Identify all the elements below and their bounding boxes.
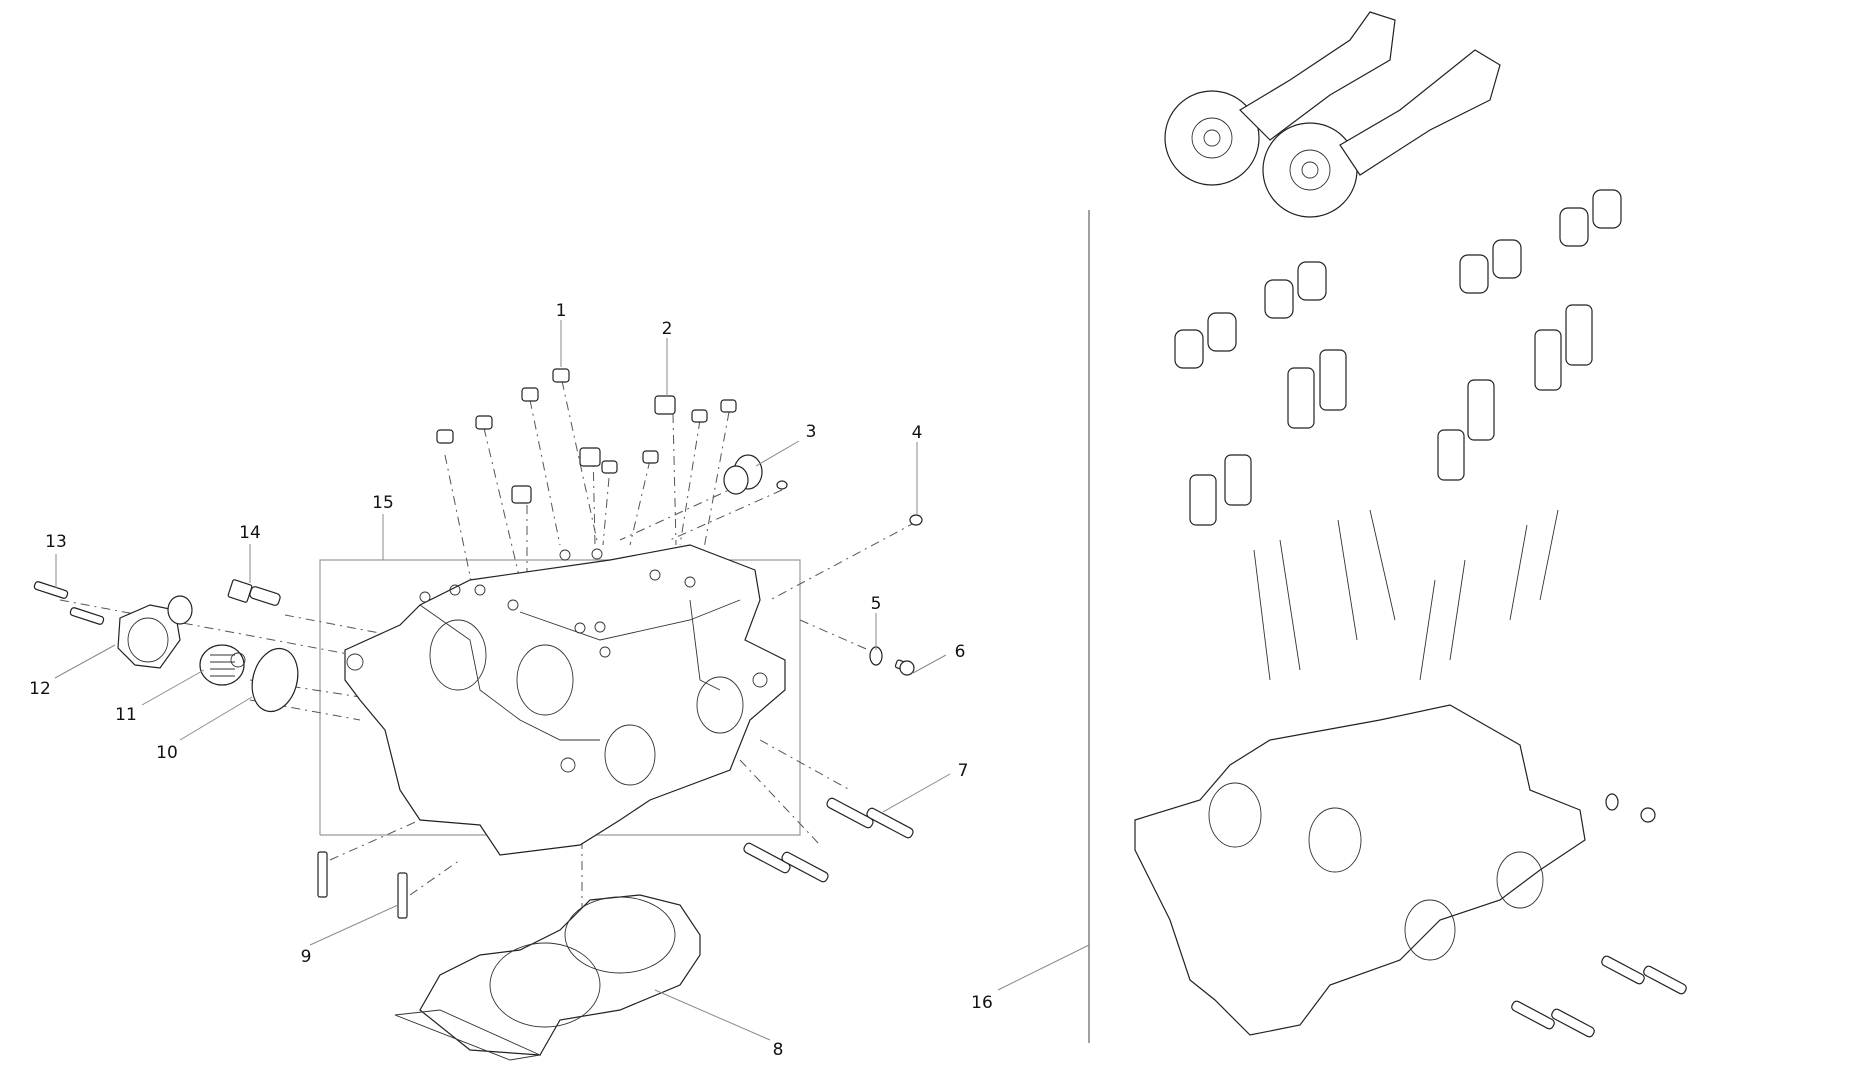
complete-head-assembly[interactable] [1134, 11, 1688, 1038]
thermostat[interactable] [199, 644, 246, 686]
cam-cap-bolts [419, 548, 696, 658]
leader-6 [912, 654, 947, 674]
leader-10 [179, 696, 253, 741]
dowel-bushes[interactable] [511, 395, 676, 504]
callout-2: 2 [662, 319, 673, 339]
leader-16 [997, 944, 1090, 991]
valve-springs [1189, 304, 1593, 526]
thermostat-cover[interactable] [117, 595, 193, 669]
callout-9: 9 [301, 947, 312, 967]
callout-12: 12 [29, 679, 51, 699]
callout-8: 8 [773, 1040, 784, 1060]
callout-6: 6 [955, 642, 966, 662]
union-fitting[interactable] [723, 454, 763, 495]
leader-11 [141, 669, 205, 706]
valve-stem-seals[interactable] [436, 368, 737, 474]
callout-13: 13 [45, 532, 67, 552]
callout-5: 5 [871, 594, 882, 614]
callout-4: 4 [912, 423, 923, 443]
valves [1253, 509, 1559, 681]
studs-assembly [1511, 955, 1687, 1038]
leader-3 [755, 440, 800, 467]
leader-7 [882, 773, 951, 813]
leader-9 [309, 904, 399, 946]
studs[interactable] [743, 797, 915, 883]
callout-10: 10 [156, 743, 178, 763]
o-ring[interactable] [245, 643, 304, 716]
camshafts [1164, 11, 1501, 218]
plug[interactable] [776, 480, 923, 526]
callout-16: 16 [971, 993, 993, 1013]
leader-12 [54, 644, 116, 679]
cylinder-head-frame [319, 559, 801, 836]
leader-8 [654, 989, 771, 1041]
callout-11: 11 [115, 705, 137, 725]
screw[interactable] [894, 659, 915, 676]
callout-1: 1 [556, 301, 567, 321]
cylinder-head-gasket[interactable] [394, 894, 701, 1061]
head-screws[interactable] [317, 851, 408, 919]
callout-7: 7 [958, 761, 969, 781]
cylinder-head[interactable] [344, 544, 786, 856]
callout-labels: 1 2 3 4 5 6 7 8 9 10 11 12 13 14 15 16 [29, 301, 993, 1060]
callout-14: 14 [239, 523, 261, 543]
tappets [1174, 189, 1622, 369]
callout-3: 3 [806, 422, 817, 442]
cover-screws[interactable] [33, 581, 105, 625]
temperature-sensor[interactable] [227, 579, 281, 606]
callout-15: 15 [372, 493, 394, 513]
